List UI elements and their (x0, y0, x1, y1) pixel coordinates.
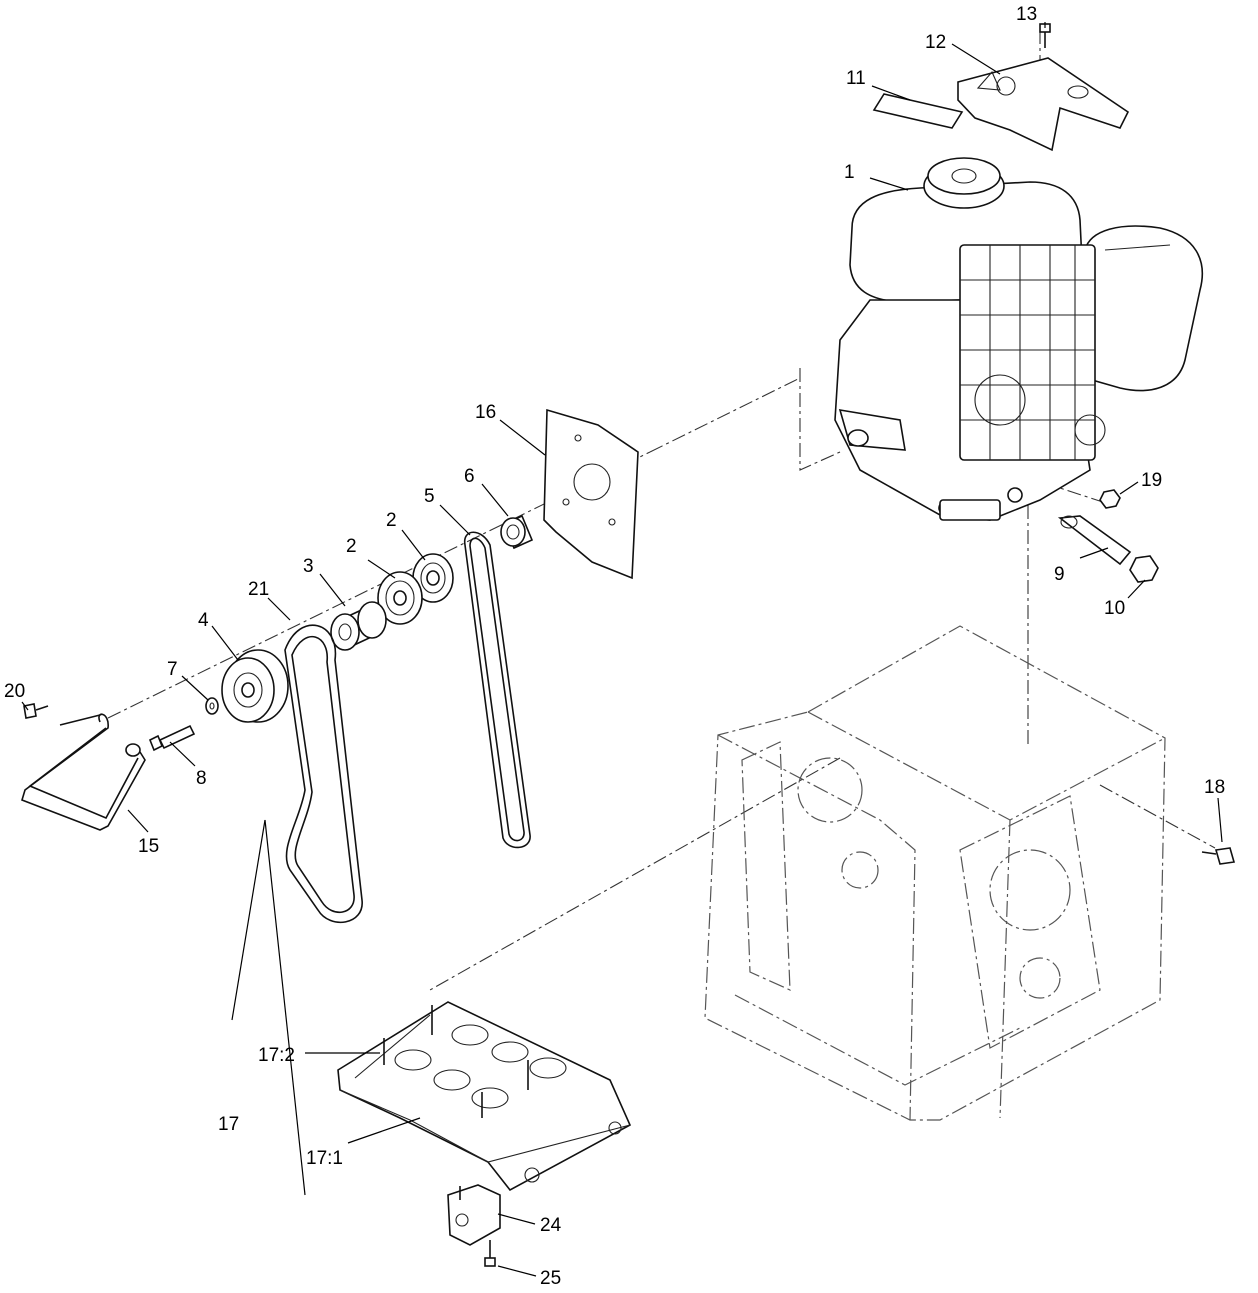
callout-24: 24 (540, 1215, 562, 1236)
mounting-plate (543, 408, 639, 580)
decal (872, 93, 964, 129)
v-belt-21 (284, 624, 363, 924)
callout-10: 10 (1104, 598, 1125, 619)
mounting-bracket (447, 1184, 501, 1246)
nut-19 (1099, 489, 1121, 509)
callout-20: 20 (4, 681, 25, 702)
callout-19: 19 (1141, 470, 1162, 491)
spacer (500, 514, 534, 550)
callout-12: 12 (925, 32, 946, 53)
callout-3: 3 (303, 556, 314, 577)
callout-13: 13 (1016, 4, 1037, 25)
bearing-lower (377, 571, 423, 625)
leader-lines (21, 22, 1223, 1277)
callout-11: 11 (846, 68, 866, 89)
callout-2-right: 2 (386, 510, 397, 531)
shaft (1057, 515, 1132, 566)
callout-5: 5 (424, 486, 435, 507)
callout-25: 25 (540, 1268, 561, 1289)
hub (330, 601, 387, 651)
callout-17-1: 17:1 (306, 1148, 343, 1169)
callout-8: 8 (196, 768, 207, 789)
callout-15: 15 (138, 836, 159, 857)
engine-cover-shield (957, 57, 1130, 152)
frame-housing (704, 625, 1166, 1121)
callout-9: 9 (1054, 564, 1065, 585)
callout-1: 1 (844, 162, 855, 183)
callout-labels: 1 2 2 3 4 5 6 7 8 9 10 11 12 13 15 16 17… (4, 4, 1225, 1289)
callout-7: 7 (167, 659, 178, 680)
callout-18: 18 (1204, 777, 1225, 798)
callout-17-2: 17:2 (258, 1045, 295, 1066)
callout-4: 4 (198, 610, 209, 631)
bolt-8 (148, 724, 196, 752)
callout-16: 16 (475, 402, 496, 423)
bolt-18 (1201, 847, 1236, 865)
callout-17: 17 (218, 1114, 239, 1135)
pulley (221, 649, 289, 723)
callout-6: 6 (464, 466, 475, 487)
assembly-centerlines (107, 30, 1216, 991)
engine (834, 157, 1204, 521)
nut-10 (1129, 555, 1159, 583)
callout-21: 21 (248, 579, 269, 600)
base-plate-assembly (337, 1001, 632, 1192)
screw-25 (484, 1240, 496, 1267)
belt-guide (21, 713, 146, 831)
v-belt-5 (464, 531, 531, 849)
callout-2-left: 2 (346, 536, 357, 557)
bolt-20 (23, 703, 49, 719)
washer (205, 697, 219, 715)
